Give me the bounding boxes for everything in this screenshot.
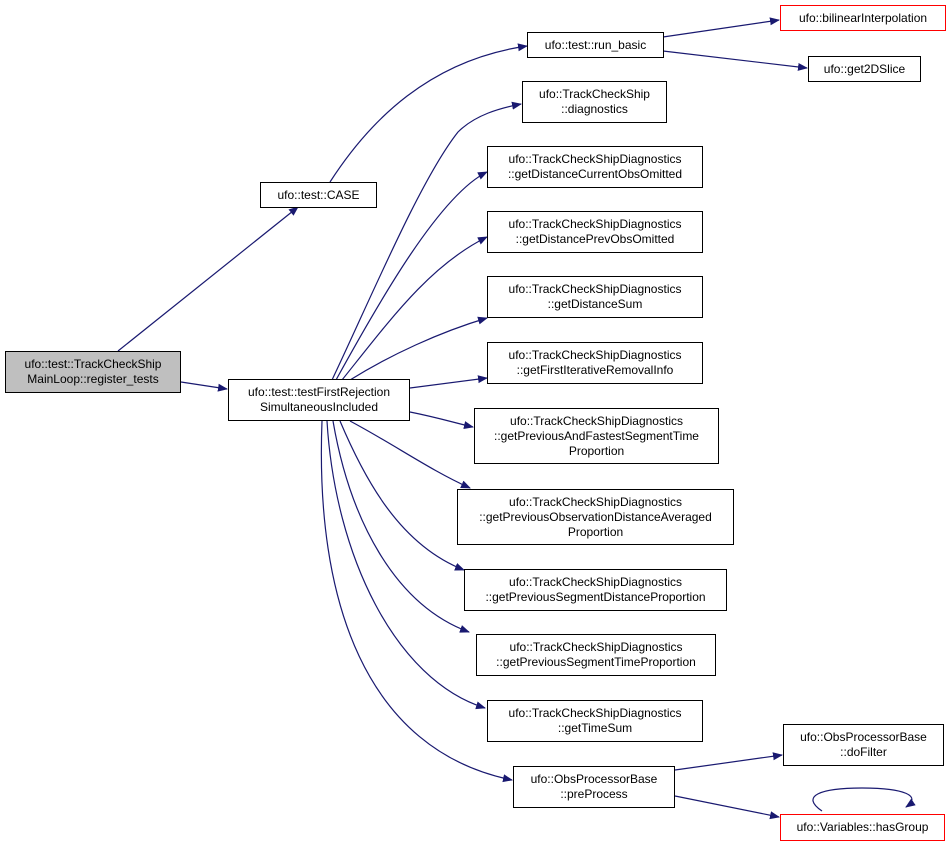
node-label-line: ufo::TrackCheckShipDiagnostics xyxy=(508,348,682,362)
edge-preprocess-to-dofilter xyxy=(674,752,783,771)
edge-testfirst-to-d7 xyxy=(339,420,465,571)
node-label-line: ufo::TrackCheckShipDiagnostics xyxy=(509,575,682,589)
edge-testfirst-to-d8 xyxy=(332,420,470,633)
node-test-case[interactable]: ufo::test::CASE xyxy=(260,182,377,208)
node-label-line: ufo::TrackCheckShipDiagnostics xyxy=(508,706,682,720)
node-obsprocessorbase-dofilter[interactable]: ufo::ObsProcessorBase ::doFilter xyxy=(783,724,944,766)
node-get-time-sum[interactable]: ufo::TrackCheckShipDiagnostics ::getTime… xyxy=(487,700,703,742)
node-get-distance-sum[interactable]: ufo::TrackCheckShipDiagnostics ::getDist… xyxy=(487,276,703,318)
node-label-line: ufo::TrackCheckShip xyxy=(539,87,650,101)
node-label-line: ufo::ObsProcessorBase xyxy=(800,730,927,744)
node-label-line: ufo::TrackCheckShipDiagnostics xyxy=(508,217,682,231)
node-get-distance-current-obs-omitted[interactable]: ufo::TrackCheckShipDiagnostics ::getDist… xyxy=(487,146,703,188)
node-label-line: ::preProcess xyxy=(560,787,628,801)
node-label-line: ufo::get2DSlice xyxy=(823,61,906,76)
node-get-previous-and-fastest-segment-time-proportion[interactable]: ufo::TrackCheckShipDiagnostics ::getPrev… xyxy=(474,408,719,464)
edge-testfirst-to-preprocess xyxy=(320,420,513,783)
node-label-line: ufo::test::testFirstRejection xyxy=(247,385,391,399)
node-label-line: ufo::TrackCheckShipDiagnostics xyxy=(508,152,682,166)
node-label-line: ::getDistancePrevObsOmitted xyxy=(515,232,675,246)
edge-testfirst-to-d5 xyxy=(409,411,474,429)
node-get-previous-observation-distance-averaged-proportion[interactable]: ufo::TrackCheckShipDiagnostics ::getPrev… xyxy=(457,489,734,545)
node-get-first-iterative-removal-info[interactable]: ufo::TrackCheckShipDiagnostics ::getFirs… xyxy=(487,342,703,384)
node-label-line: ::doFilter xyxy=(840,745,887,759)
edge-run-basic-to-get2d xyxy=(662,50,808,71)
edge-testfirst-to-d9 xyxy=(326,420,486,710)
node-label-line: ufo::TrackCheckShipDiagnostics xyxy=(510,413,683,428)
node-get-distance-prev-obs-omitted[interactable]: ufo::TrackCheckShipDiagnostics ::getDist… xyxy=(487,211,703,253)
node-label-line: ::diagnostics xyxy=(561,102,628,116)
node-test-first-rejection[interactable]: ufo::test::testFirstRejection Simultaneo… xyxy=(228,379,410,421)
node-label-line: ufo::ObsProcessorBase xyxy=(530,772,658,786)
node-get-previous-segment-distance-proportion[interactable]: ufo::TrackCheckShipDiagnostics ::getPrev… xyxy=(464,569,727,611)
node-trackcheckship-diagnostics[interactable]: ufo::TrackCheckShip ::diagnostics xyxy=(522,81,667,123)
node-obsprocessorbase-preprocess[interactable]: ufo::ObsProcessorBase ::preProcess xyxy=(513,766,675,808)
edge-root-to-testfirst xyxy=(180,381,228,392)
node-label-line: ufo::test::CASE xyxy=(277,187,360,202)
node-label-line: ::getTimeSum xyxy=(557,721,633,735)
edge-case-to-run-basic xyxy=(329,43,528,183)
node-get-previous-segment-time-proportion[interactable]: ufo::TrackCheckShipDiagnostics ::getPrev… xyxy=(476,634,716,676)
node-bilinear-interpolation[interactable]: ufo::bilinearInterpolation xyxy=(780,5,946,31)
node-label-line: ::getDistanceCurrentObsOmitted xyxy=(507,167,683,181)
node-label-line: MainLoop::register_tests xyxy=(27,372,159,386)
node-label-line: ufo::bilinearInterpolation xyxy=(798,10,928,25)
node-label-line: ::getPreviousObservationDistanceAveraged xyxy=(479,509,712,524)
node-run-basic[interactable]: ufo::test::run_basic xyxy=(527,32,664,58)
edge-root-to-case xyxy=(117,206,299,352)
node-label-line: ::getPreviousSegmentDistanceProportion xyxy=(485,590,706,604)
node-label-line: ::getPreviousSegmentTimeProportion xyxy=(496,655,696,669)
edge-run-basic-to-bilinear xyxy=(662,17,780,38)
node-label-line: ufo::TrackCheckShipDiagnostics xyxy=(508,282,682,296)
node-label-line: Proportion xyxy=(568,443,625,458)
node-label-line: ::getFirstIterativeRemovalInfo xyxy=(516,363,674,377)
node-register-tests: ufo::test::TrackCheckShip MainLoop::regi… xyxy=(5,351,181,393)
node-label-line: ::getPreviousAndFastestSegmentTime xyxy=(494,428,699,443)
edge-testfirst-to-d2 xyxy=(341,236,488,381)
node-label-line: SimultaneousIncluded xyxy=(259,400,379,414)
node-label-line: ufo::Variables::hasGroup xyxy=(796,820,929,834)
node-label-line: Proportion xyxy=(567,524,624,539)
node-label-line: ufo::test::TrackCheckShip xyxy=(24,357,162,371)
edge-testfirst-to-d1 xyxy=(335,171,488,381)
node-label-line: ufo::TrackCheckShipDiagnostics xyxy=(509,494,682,509)
edge-testfirst-to-d4 xyxy=(409,375,488,389)
node-label-line: ::getDistanceSum xyxy=(547,297,643,311)
edge-testfirst-to-d6 xyxy=(349,420,471,489)
node-variables-hasgroup[interactable]: ufo::Variables::hasGroup xyxy=(780,814,945,841)
edge-preprocess-to-hasgroup xyxy=(674,795,780,820)
node-label-line: ufo::test::run_basic xyxy=(544,37,647,52)
node-get2dslice[interactable]: ufo::get2DSlice xyxy=(808,56,921,82)
edge-testfirst-to-d3 xyxy=(349,316,488,381)
node-label-line: ufo::TrackCheckShipDiagnostics xyxy=(509,640,683,654)
edge-testfirst-to-tcs-diagnostics xyxy=(331,101,522,381)
edge-hasgroup-self-loop xyxy=(812,787,916,812)
